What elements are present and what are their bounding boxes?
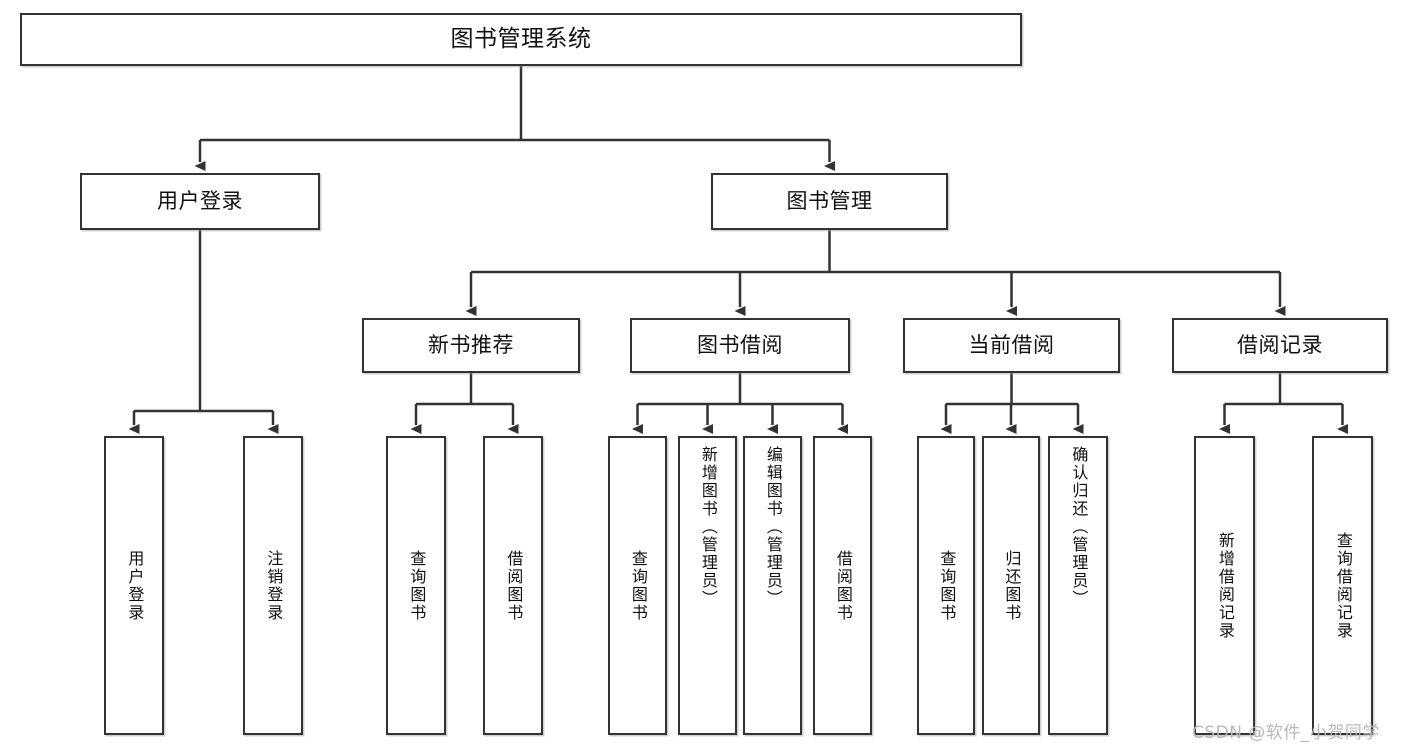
node-label: 新书推荐 — [428, 333, 514, 358]
node-current-borrow: 当前借阅 — [903, 318, 1120, 373]
node-label: 查询图书 — [937, 549, 957, 622]
node-label: 新增借阅记录 — [1215, 531, 1235, 640]
node-leaf-borrow-book-a: 借阅图书 — [483, 436, 543, 735]
node-label: 用户登录 — [157, 189, 243, 214]
node-label: 借阅图书 — [833, 549, 853, 622]
node-label: 用户登录 — [125, 549, 145, 622]
node-label: 查询借阅记录 — [1333, 531, 1353, 640]
node-label: 图书借阅 — [697, 333, 783, 358]
node-borrow-record: 借阅记录 — [1172, 318, 1388, 373]
node-label: 编辑图书（管理员） — [763, 446, 783, 608]
node-leaf-user-logout: 注销登录 — [243, 436, 303, 735]
node-leaf-confirm-return: 确认归还（管理员） — [1048, 436, 1108, 735]
node-label: 查询图书 — [407, 549, 427, 622]
node-label: 查询图书 — [628, 549, 648, 622]
node-book-borrow: 图书借阅 — [630, 318, 850, 373]
node-leaf-query-book-b: 查询图书 — [608, 436, 667, 735]
node-leaf-query-record: 查询借阅记录 — [1312, 436, 1373, 735]
node-label: 归还图书 — [1002, 549, 1022, 622]
csdn-watermark: CSDN @软件_小贺同学 — [1192, 723, 1380, 743]
node-label: 借阅记录 — [1237, 333, 1323, 358]
node-label: 图书管理 — [786, 189, 873, 214]
node-leaf-query-book-c: 查询图书 — [917, 436, 975, 735]
node-leaf-edit-book: 编辑图书（管理员） — [743, 436, 802, 735]
node-leaf-borrow-book-b: 借阅图书 — [813, 436, 872, 735]
node-book-manage: 图书管理 — [711, 173, 948, 230]
node-label: 当前借阅 — [968, 333, 1055, 358]
node-leaf-user-login: 用户登录 — [104, 436, 164, 735]
node-root: 图书管理系统 — [20, 13, 1022, 66]
node-label: 确认归还（管理员） — [1069, 446, 1089, 608]
node-leaf-return-book: 归还图书 — [982, 436, 1040, 735]
node-new-book-rec: 新书推荐 — [362, 318, 580, 373]
node-user-login: 用户登录 — [80, 173, 320, 230]
node-label: 新增图书（管理员） — [698, 446, 718, 608]
node-label: 注销登录 — [264, 549, 284, 622]
node-leaf-add-book: 新增图书（管理员） — [678, 436, 737, 735]
node-label: 借阅图书 — [504, 549, 524, 622]
node-leaf-query-book-a: 查询图书 — [386, 436, 446, 735]
node-leaf-add-record: 新增借阅记录 — [1194, 436, 1255, 735]
node-label: 图书管理系统 — [450, 25, 592, 52]
